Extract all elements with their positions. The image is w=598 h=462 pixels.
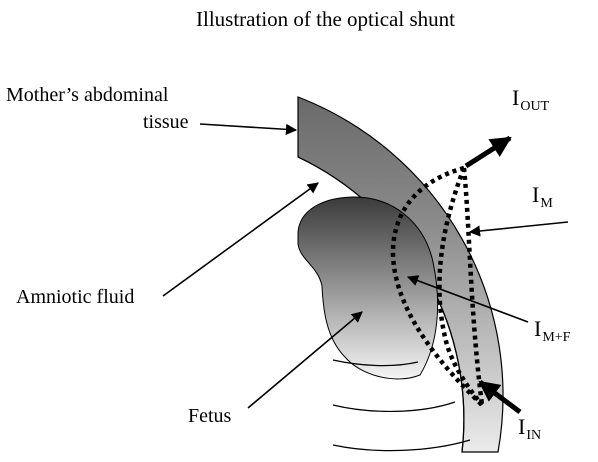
i-in-main: I — [518, 414, 525, 439]
amniotic-pointer — [163, 183, 318, 296]
i-in-sub: IN — [526, 428, 541, 443]
i-m-label: IM — [532, 184, 553, 215]
i-out-sub: OUT — [520, 99, 549, 114]
amniotic-arc-3 — [333, 440, 470, 451]
fetus-pointer — [248, 312, 362, 408]
iout-arrow — [466, 138, 510, 166]
i-out-main: I — [512, 85, 519, 110]
mother-tissue-label-line1: Mother’s abdominal — [6, 84, 168, 106]
i-mf-main: I — [534, 316, 541, 341]
i-out-label: IOUT — [512, 87, 549, 118]
i-m-sub: M — [540, 196, 552, 211]
i-mf-label: IM+F — [534, 318, 570, 349]
im-pointer — [470, 222, 568, 232]
i-m-main: I — [532, 182, 539, 207]
i-in-label: IIN — [518, 416, 541, 447]
mother-tissue-label-line2: tissue — [143, 111, 189, 133]
mother-tissue-pointer — [200, 124, 296, 130]
amniotic-fluid-label: Amniotic fluid — [16, 286, 134, 308]
fetus-label: Fetus — [188, 405, 231, 427]
amniotic-arc-2 — [333, 402, 455, 411]
i-mf-sub: M+F — [542, 330, 570, 345]
diagram-title: Illustration of the optical shunt — [196, 8, 455, 30]
